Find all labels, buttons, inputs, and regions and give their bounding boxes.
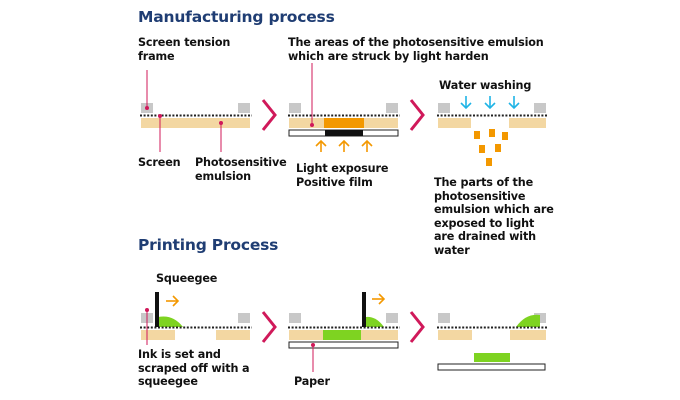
mfg-panel-1 <box>140 70 252 152</box>
label-parts-drained: The parts of the photosensitive emulsion… <box>434 176 554 257</box>
frame-block <box>289 103 301 113</box>
mfg-panel-3 <box>437 96 548 166</box>
label-light-exposure: Light exposure <box>296 162 389 175</box>
printing-title: Printing Process <box>138 236 279 254</box>
label-areas-harden: The areas of the photosensitive emulsion… <box>288 36 544 63</box>
light-arrows <box>315 139 373 152</box>
leader-dot <box>145 106 149 110</box>
hardened-emulsion <box>324 118 364 128</box>
squeegee <box>155 292 159 327</box>
emulsion-layer <box>289 330 323 340</box>
frame-block <box>238 103 250 113</box>
ink <box>158 316 183 327</box>
label-positive-film: Positive film <box>296 176 373 189</box>
label-ink-set: Ink is set and scraped off with a squeeg… <box>138 348 250 388</box>
emulsion-layer <box>141 330 175 340</box>
leader-dot <box>310 123 314 127</box>
mfg-panel-2 <box>288 63 400 152</box>
emulsion-layer <box>361 330 398 340</box>
frame-block <box>438 103 450 113</box>
print-panel-3 <box>437 313 548 371</box>
emulsion-layer <box>509 118 546 128</box>
label-squeegee: Squeegee <box>156 272 218 285</box>
chevron-right-icon <box>409 311 425 343</box>
chevron-right-icon <box>409 99 425 131</box>
emulsion-layer <box>141 118 250 128</box>
label-screen-tension-frame: Screen tension frame <box>138 36 231 63</box>
ink-in-stencil <box>323 330 361 340</box>
chevron-right-icon <box>261 99 277 131</box>
label-photosensitive-emulsion: Photosensitive emulsion <box>195 156 287 183</box>
move-arrow <box>372 293 386 305</box>
ink <box>366 316 384 327</box>
frame-block <box>386 313 398 323</box>
frame-block <box>238 313 250 323</box>
emulsion-layer <box>438 118 471 128</box>
frame-block <box>386 103 398 113</box>
paper <box>288 341 399 349</box>
leader-dot <box>219 121 223 125</box>
frame-block <box>438 313 450 323</box>
frame-block <box>289 313 301 323</box>
label-screen: Screen <box>138 156 181 169</box>
chevron-right-icon <box>261 311 277 343</box>
leader-dot <box>311 343 315 347</box>
paper <box>437 363 546 371</box>
manufacturing-title: Manufacturing process <box>138 8 335 26</box>
water-arrows <box>460 96 520 110</box>
film-opaque-area <box>325 130 363 136</box>
ink <box>516 314 540 327</box>
emulsion-layer <box>216 330 250 340</box>
leader-dot <box>145 308 149 312</box>
frame-block <box>534 103 546 113</box>
emulsion-layer <box>510 330 546 340</box>
leader-dot <box>158 114 162 118</box>
print-panel-1 <box>140 292 252 345</box>
label-paper: Paper <box>294 375 330 388</box>
print-panel-2 <box>288 292 400 372</box>
emulsion-layer <box>438 330 472 340</box>
printed-ink <box>474 353 510 362</box>
drained-emulsion-particles <box>474 129 508 166</box>
squeegee <box>362 292 366 327</box>
label-water-washing: Water washing <box>439 79 532 92</box>
move-arrow <box>166 295 180 307</box>
